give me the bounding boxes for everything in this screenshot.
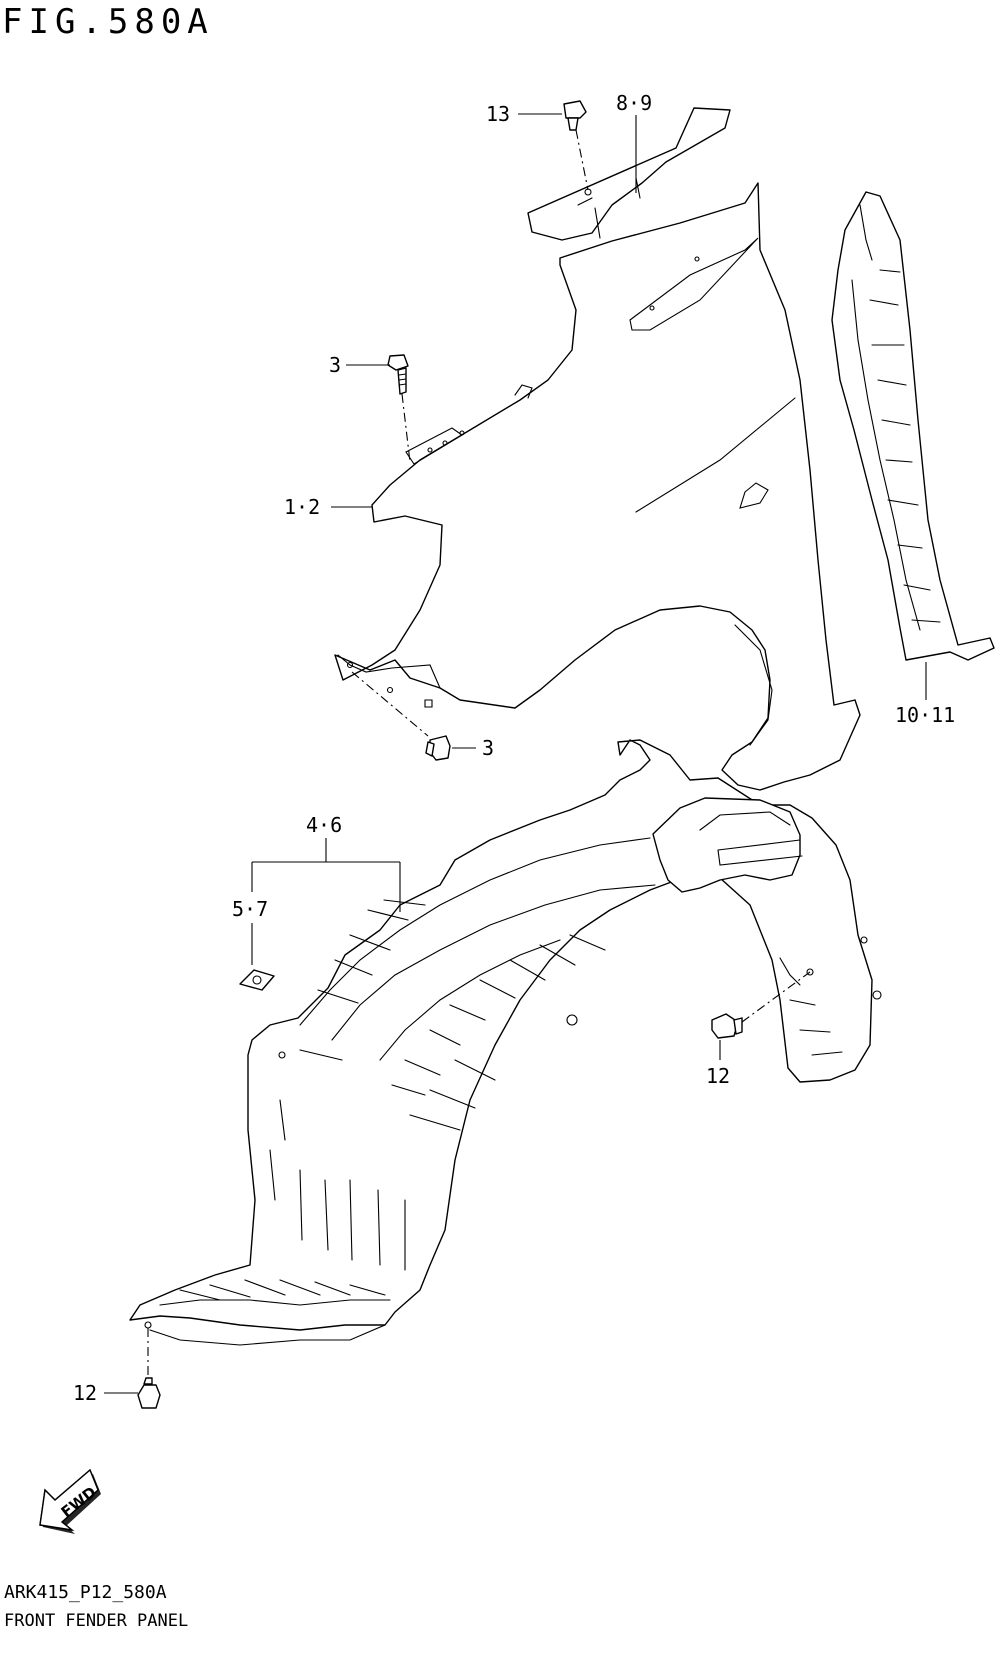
clip-12-right [711, 1013, 743, 1039]
figure-title: FIG.580A [2, 2, 214, 42]
callout-1-2: 1·2 [284, 495, 320, 519]
callout-3-lower: 3 [482, 736, 494, 760]
clip-12-left [137, 1377, 161, 1409]
bolt-lower [425, 735, 451, 761]
leader-lines [104, 113, 927, 1394]
drawing-code: ARK415_P12_580A [4, 1582, 167, 1603]
clip-13 [563, 100, 587, 131]
fender-seal [831, 191, 995, 661]
callout-5-7: 5·7 [232, 897, 268, 921]
callout-4-6: 4·6 [306, 813, 342, 837]
callout-8-9: 8·9 [616, 91, 652, 115]
callout-13: 13 [486, 102, 510, 126]
fender-upper-bracket [527, 107, 731, 241]
callout-12-left: 12 [73, 1381, 97, 1405]
callout-3-upper: 3 [329, 353, 341, 377]
speed-nut [239, 969, 275, 991]
fwd-arrow: FWD [39, 1468, 101, 1534]
drawing-caption: FRONT FENDER PANEL [4, 1611, 189, 1631]
front-fender-panel [334, 182, 861, 791]
callout-12-right: 12 [706, 1064, 730, 1088]
callout-10-11: 10·11 [895, 703, 955, 727]
fender-liner [129, 739, 882, 1346]
bolt-upper [387, 354, 409, 395]
